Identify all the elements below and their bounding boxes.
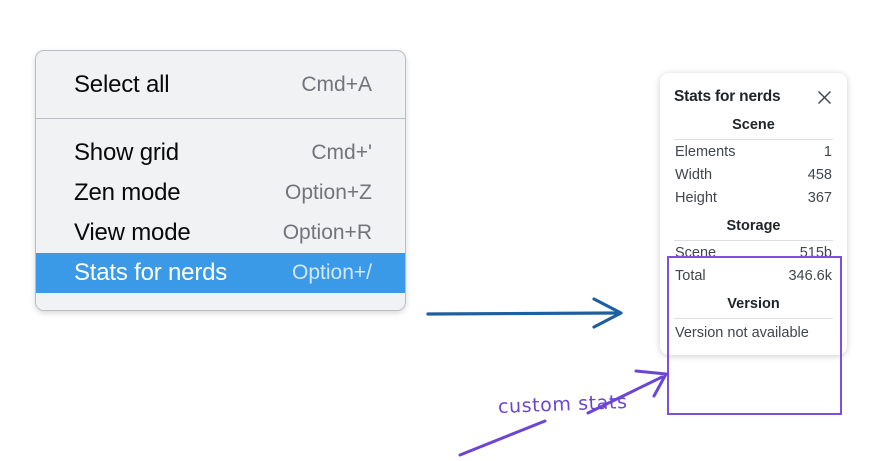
stat-row: Elements 1 [671,140,836,163]
panel-header: Stats for nerds [671,85,836,108]
stat-row: Width 458 [671,163,836,186]
menu-item-shortcut: Option+R [282,221,372,244]
panel-title: Stats for nerds [674,88,781,105]
divider [674,139,833,140]
stat-value: 515b [799,245,832,261]
stat-value: 458 [807,167,832,183]
menu-item-label: Select all [74,71,170,98]
menu-separator [36,118,405,119]
close-icon[interactable] [816,89,833,106]
menu-item-shortcut: Option+Z [285,181,372,204]
menu-item-shortcut: Cmd+' [311,141,372,164]
menu-item-label: Show grid [74,139,179,166]
stat-value: 1 [823,144,832,160]
flow-arrow-icon [426,297,623,329]
stat-label: Height [675,190,717,206]
custom-stats-label: custom stats [497,391,628,418]
menu-item-zen-mode[interactable]: Zen mode Option+Z [36,173,405,213]
section-heading-scene: Scene [732,117,775,133]
divider [674,318,833,319]
section-heading-storage: Storage [726,218,781,234]
stat-label: Elements [675,144,736,160]
menu-group-1: Select all Cmd+A [36,51,405,118]
menu-item-label: View mode [74,219,191,246]
stat-row: Height 367 [671,186,836,209]
menu-item-shortcut: Cmd+A [301,73,372,96]
divider [674,240,833,241]
menu-item-shortcut: Option+/ [292,261,372,284]
stat-label: Total [675,268,706,284]
version-text: Version not available [675,325,809,341]
stats-for-nerds-panel[interactable]: Stats for nerds Scene Elements 1 Width 4… [660,73,847,355]
menu-item-label: Zen mode [74,179,181,206]
menu-footer-spacer [36,293,405,310]
stat-label: Width [675,167,713,183]
menu-item-show-grid[interactable]: Show grid Cmd+' [36,133,405,173]
section-heading-version: Version [727,296,780,312]
menu-item-select-all[interactable]: Select all Cmd+A [36,65,405,105]
menu-item-label: Stats for nerds [74,259,228,286]
stat-row: Total 346.6k [671,264,836,287]
context-menu[interactable]: Select all Cmd+A Show grid Cmd+' Zen mod… [35,50,406,311]
stat-value: 367 [807,190,832,206]
menu-group-2: Show grid Cmd+' Zen mode Option+Z View m… [36,119,405,293]
menu-item-view-mode[interactable]: View mode Option+R [36,213,405,253]
stat-row: Scene 515b [671,241,836,264]
stat-label: Scene [675,245,717,261]
menu-item-stats-for-nerds[interactable]: Stats for nerds Option+/ [36,253,405,293]
stat-value: 346.6k [788,268,832,284]
